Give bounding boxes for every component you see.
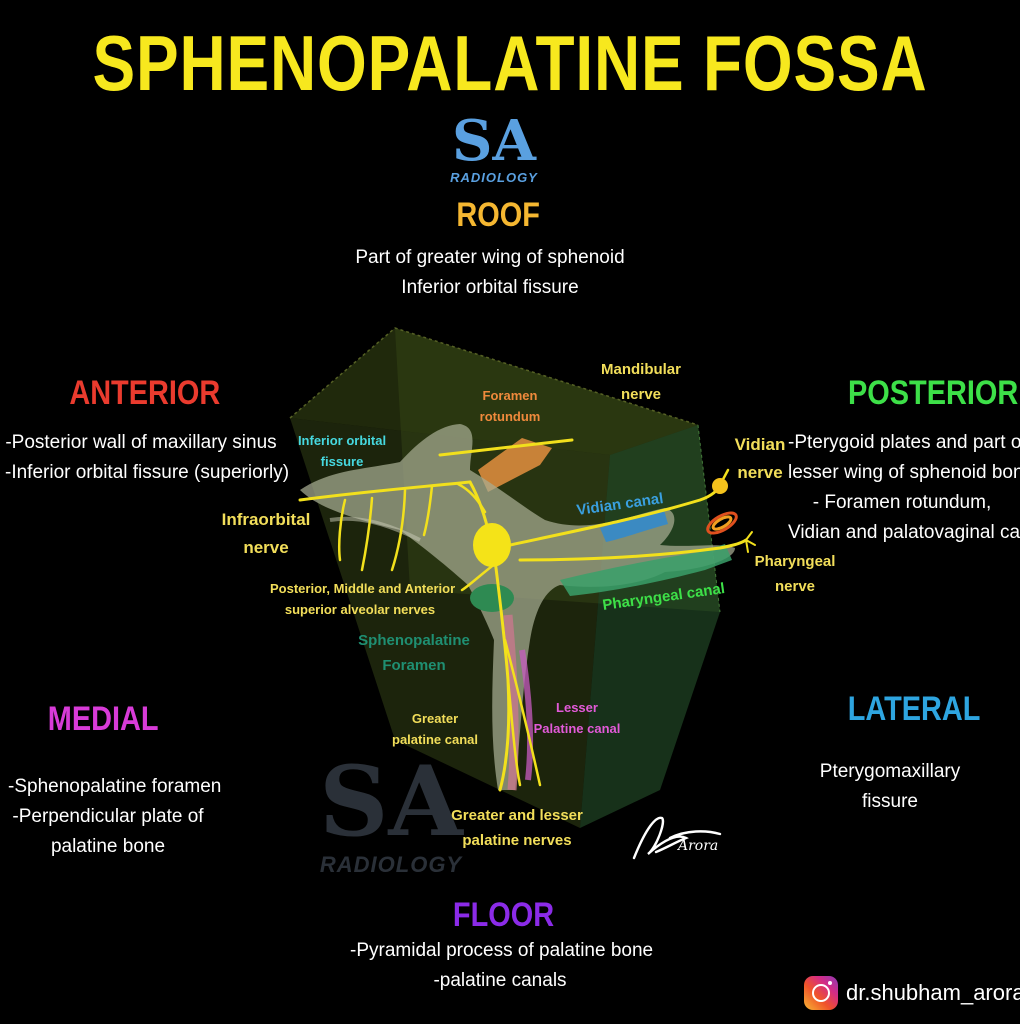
label-line: Sphenopalatine xyxy=(358,632,470,649)
label-line: Greater and lesser xyxy=(451,807,583,824)
label-infraorbital-nerve: Infraorbital nerve xyxy=(218,506,314,562)
greater-palatine-canal-shape xyxy=(503,614,519,791)
label-line: Posterior, Middle and Anterior xyxy=(270,581,456,596)
label-line: rotundum xyxy=(479,409,541,424)
logo-subtitle: RADIOLOGY xyxy=(450,170,538,185)
label-line: nerve xyxy=(620,386,662,403)
coiled-nerve xyxy=(706,511,738,535)
instagram-icon xyxy=(804,976,838,1010)
posterior-line: lesser wing of sphenoid bone xyxy=(788,462,1020,483)
posterior-line: -Pterygoid plates and part of xyxy=(788,432,1020,453)
signature-text: Arora xyxy=(676,838,718,854)
label-vidian-nerve: Vidian nerve xyxy=(728,431,792,487)
label-pharyngeal-nerve: Pharyngeal nerve xyxy=(750,549,840,599)
label-line: Mandibular xyxy=(600,361,681,378)
label-line: Infraorbital xyxy=(221,510,311,529)
label-greater-palatine-canal: Greater palatine canal xyxy=(390,708,480,750)
page-title: SPHENOPALATINE FOSSA xyxy=(92,19,928,107)
medial-line: palatine bone xyxy=(50,836,166,857)
medial-line: -Sphenopalatine foramen xyxy=(8,776,222,797)
floor-heading: FLOOR xyxy=(452,896,555,934)
watermark-subtitle: RADIOLOGY xyxy=(319,852,463,877)
medial-description: -Sphenopalatine foramen -Perpendicular p… xyxy=(8,772,222,862)
signature: Arora xyxy=(632,816,722,860)
pharyngeal-canal-tube xyxy=(560,544,732,596)
label-line: superior alveolar nerves xyxy=(284,602,436,617)
label-line: Inferior orbital xyxy=(297,433,387,448)
label-foramen-rotundum: Foramen rotundum xyxy=(465,385,555,427)
roof-description: Part of greater wing of sphenoid Inferio… xyxy=(340,243,640,303)
anterior-description: -Posterior wall of maxillary sinus -Infe… xyxy=(5,428,290,488)
label-line: Vidian xyxy=(734,435,786,454)
label-line: nerve xyxy=(774,578,816,595)
label-line: Lesser xyxy=(556,700,598,715)
posterior-line: - Foramen rotundum, xyxy=(812,492,992,513)
watermark-logo: SA RADIOLOGY xyxy=(316,752,466,884)
fossa-bony-body xyxy=(300,424,735,790)
logo-letters: SA xyxy=(452,108,536,174)
floor-line: -palatine canals xyxy=(433,970,567,991)
posterior-heading: POSTERIOR xyxy=(848,374,1019,412)
logo: SA RADIOLOGY xyxy=(450,112,538,188)
label-line: palatine nerves xyxy=(462,832,572,849)
pterygopalatine-ganglion xyxy=(473,523,511,567)
vidian-canal-tube xyxy=(600,510,668,542)
label-mandibular-nerve: Mandibular nerve xyxy=(596,357,686,407)
sphenopalatine-foramen-shape xyxy=(470,584,514,612)
label-inferior-orbital-fissure: Inferior orbital fissure xyxy=(290,430,394,472)
label-line: fissure xyxy=(320,454,364,469)
label-palatine-nerves: Greater and lesser palatine nerves xyxy=(448,803,586,853)
label-line: Foramen xyxy=(482,388,538,403)
label-line: nerve xyxy=(243,538,289,557)
label-line: palatine canal xyxy=(392,732,478,747)
medial-line: -Perpendicular plate of xyxy=(12,806,204,827)
vidian-nerve-bulb xyxy=(712,478,728,494)
roof-heading: ROOF xyxy=(456,196,540,234)
label-line: Foramen xyxy=(382,657,446,674)
foramen-rotundum-canal xyxy=(478,438,552,492)
posterior-description: -Pterygoid plates and part of lesser win… xyxy=(788,428,1020,548)
label-sphenopalatine-foramen: Sphenopalatine Foramen xyxy=(356,628,472,678)
roof-line: Inferior orbital fissure xyxy=(401,277,579,298)
label-alveolar-nerves: Posterior, Middle and Anterior superior … xyxy=(270,578,456,620)
label-lesser-palatine-canal: Lesser Palatine canal xyxy=(530,697,624,739)
lateral-heading: LATERAL xyxy=(847,690,981,728)
instagram-handle-text: dr.shubham_arora xyxy=(846,980,1020,1005)
lateral-line: Pterygomaxillary xyxy=(819,761,961,782)
label-line: Pharyngeal xyxy=(754,553,836,570)
lateral-description: Pterygomaxillary fissure xyxy=(810,757,970,817)
nerve-network xyxy=(298,438,756,792)
fossa-top-face xyxy=(290,328,698,455)
label-line: Palatine canal xyxy=(533,721,621,736)
anterior-line: -Inferior orbital fissure (superiorly) xyxy=(5,462,290,483)
medial-heading: MEDIAL xyxy=(47,700,159,738)
floor-description: -Pyramidal process of palatine bone -pal… xyxy=(350,936,654,996)
floor-line: -Pyramidal process of palatine bone xyxy=(350,940,654,961)
anterior-line: -Posterior wall of maxillary sinus xyxy=(5,432,277,453)
lesser-palatine-canal-shape xyxy=(519,649,533,781)
label-line: Greater xyxy=(411,711,459,726)
roof-line: Part of greater wing of sphenoid xyxy=(355,247,625,268)
watermark-letters: SA xyxy=(319,745,463,858)
posterior-line: Vidian and palatovaginal canals xyxy=(788,522,1020,543)
label-line: nerve xyxy=(737,463,783,482)
anterior-heading: ANTERIOR xyxy=(69,374,221,412)
instagram-handle[interactable]: dr.shubham_arora xyxy=(804,976,1020,1010)
lateral-line: fissure xyxy=(862,791,918,812)
